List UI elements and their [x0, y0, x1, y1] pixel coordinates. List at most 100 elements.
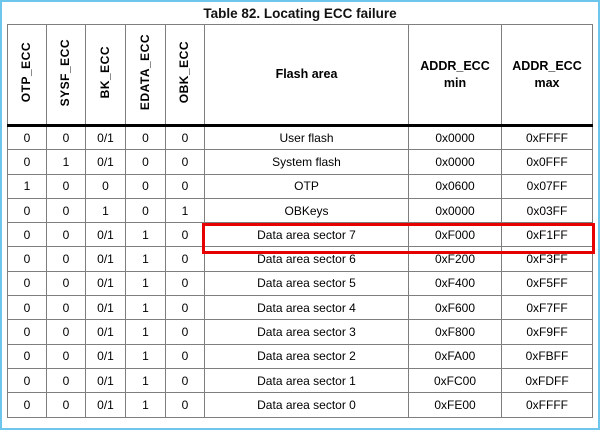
cell-obk-ecc: 0	[165, 149, 205, 175]
cell-flash-area: Data area sector 6	[204, 246, 409, 272]
col-header-bk-ecc: BK_ECC	[85, 24, 126, 127]
cell-bk-ecc: 0/1	[85, 392, 126, 418]
cell-otp-ecc: 0	[7, 149, 47, 175]
table-row-data-sector-0: 0 0 0/1 1 0 Data area sector 0 0xFE00 0x…	[7, 392, 593, 418]
cell-addr-max: 0xFFFF	[501, 124, 593, 151]
cell-sysf-ecc: 0	[46, 222, 86, 248]
cell-addr-min: 0xF200	[408, 246, 502, 272]
cell-bk-ecc: 0/1	[85, 319, 126, 345]
cell-addr-max: 0xF3FF	[501, 246, 593, 272]
cell-bk-ecc: 0/1	[85, 343, 126, 369]
cell-edata-ecc: 1	[125, 367, 166, 394]
cell-obk-ecc: 0	[165, 270, 205, 297]
cell-obk-ecc: 0	[165, 173, 205, 199]
cell-otp-ecc: 0	[7, 295, 47, 321]
cell-edata-ecc: 0	[125, 197, 166, 224]
table-row-obkeys: 0 0 1 0 1 OBKeys 0x0000 0x03FF	[7, 197, 593, 224]
cell-edata-ecc: 1	[125, 270, 166, 297]
cell-flash-area: Data area sector 3	[204, 319, 409, 345]
col-header-edata-ecc-label: EDATA_ECC	[137, 34, 152, 111]
cell-flash-area: User flash	[204, 124, 409, 151]
table-row-data-sector-7: 0 0 0/1 1 0 Data area sector 7 0xF000 0x…	[7, 222, 593, 248]
cell-bk-ecc: 0/1	[85, 149, 126, 175]
cell-bk-ecc: 0/1	[85, 295, 126, 321]
cell-addr-max: 0xF5FF	[501, 270, 593, 297]
cell-otp-ecc: 0	[7, 246, 47, 272]
cell-obk-ecc: 0	[165, 367, 205, 394]
cell-sysf-ecc: 0	[46, 295, 86, 321]
cell-edata-ecc: 1	[125, 392, 166, 418]
cell-edata-ecc: 1	[125, 222, 166, 248]
col-header-sysf-ecc: SYSF_ECC	[46, 24, 86, 127]
cell-bk-ecc: 1	[85, 197, 126, 224]
table-row-user-flash: 0 0 0/1 0 0 User flash 0x0000 0xFFFF	[7, 124, 593, 151]
cell-addr-max: 0xF1FF	[501, 222, 593, 248]
cell-otp-ecc: 0	[7, 367, 47, 394]
cell-addr-min: 0xF600	[408, 295, 502, 321]
cell-addr-max: 0x03FF	[501, 197, 593, 224]
cell-addr-max: 0xF9FF	[501, 319, 593, 345]
cell-addr-max: 0xF7FF	[501, 295, 593, 321]
col-header-edata-ecc: EDATA_ECC	[125, 24, 166, 127]
cell-sysf-ecc: 0	[46, 173, 86, 199]
cell-edata-ecc: 1	[125, 343, 166, 369]
cell-sysf-ecc: 0	[46, 270, 86, 297]
col-header-sysf-ecc-label: SYSF_ECC	[58, 38, 73, 107]
table-row-data-sector-1: 0 0 0/1 1 0 Data area sector 1 0xFC00 0x…	[7, 367, 593, 394]
cell-sysf-ecc: 0	[46, 319, 86, 345]
cell-flash-area: OTP	[204, 173, 409, 199]
cell-addr-min: 0xFC00	[408, 367, 502, 394]
cell-obk-ecc: 0	[165, 319, 205, 345]
cell-sysf-ecc: 0	[46, 392, 86, 418]
cell-obk-ecc: 0	[165, 295, 205, 321]
cell-edata-ecc: 0	[125, 173, 166, 199]
table-row-data-sector-5: 0 0 0/1 1 0 Data area sector 5 0xF400 0x…	[7, 270, 593, 297]
cell-obk-ecc: 0	[165, 222, 205, 248]
table-title: Table 82. Locating ECC failure	[203, 6, 397, 21]
cell-otp-ecc: 0	[7, 270, 47, 297]
cell-otp-ecc: 1	[7, 173, 47, 199]
col-header-otp-ecc-label: OTP_ECC	[19, 42, 34, 103]
ecc-failure-table: OTP_ECC SYSF_ECC BK_ECC EDATA_ECC OBK_EC…	[7, 24, 593, 418]
col-header-obk-ecc: OBK_ECC	[165, 24, 205, 127]
cell-otp-ecc: 0	[7, 124, 47, 151]
cell-flash-area: Data area sector 4	[204, 295, 409, 321]
cell-sysf-ecc: 0	[46, 343, 86, 369]
cell-sysf-ecc: 0	[46, 124, 86, 151]
cell-flash-area: Data area sector 5	[204, 270, 409, 297]
cell-addr-max: 0xFFFF	[501, 392, 593, 418]
col-header-flash-area: Flash area	[204, 24, 409, 127]
cell-otp-ecc: 0	[7, 343, 47, 369]
cell-addr-min: 0xFE00	[408, 392, 502, 418]
cell-addr-min: 0x0000	[408, 149, 502, 175]
cell-sysf-ecc: 0	[46, 246, 86, 272]
cell-bk-ecc: 0/1	[85, 246, 126, 272]
cell-obk-ecc: 0	[165, 392, 205, 418]
cell-bk-ecc: 0/1	[85, 124, 126, 151]
cell-flash-area: Data area sector 0	[204, 392, 409, 418]
cell-addr-min: 0x0000	[408, 197, 502, 224]
table-row-data-sector-3: 0 0 0/1 1 0 Data area sector 3 0xF800 0x…	[7, 319, 593, 345]
cell-edata-ecc: 1	[125, 246, 166, 272]
table-row-data-sector-4: 0 0 0/1 1 0 Data area sector 4 0xF600 0x…	[7, 295, 593, 321]
cell-bk-ecc: 0/1	[85, 367, 126, 394]
cell-otp-ecc: 0	[7, 197, 47, 224]
cell-addr-min: 0x0600	[408, 173, 502, 199]
cell-addr-min: 0xF800	[408, 319, 502, 345]
col-header-addr-ecc-min: ADDR_ECC min	[408, 24, 502, 127]
cell-sysf-ecc: 0	[46, 197, 86, 224]
cell-addr-min: 0x0000	[408, 124, 502, 151]
table-row-data-sector-2: 0 0 0/1 1 0 Data area sector 2 0xFA00 0x…	[7, 343, 593, 369]
table-row-data-sector-6: 0 0 0/1 1 0 Data area sector 6 0xF200 0x…	[7, 246, 593, 272]
header-row: OTP_ECC SYSF_ECC BK_ECC EDATA_ECC OBK_EC…	[7, 24, 593, 127]
cell-bk-ecc: 0/1	[85, 222, 126, 248]
cell-flash-area: System flash	[204, 149, 409, 175]
cell-edata-ecc: 1	[125, 319, 166, 345]
col-header-otp-ecc: OTP_ECC	[7, 24, 47, 127]
table-row-system-flash: 0 1 0/1 0 0 System flash 0x0000 0x0FFF	[7, 149, 593, 175]
cell-flash-area: Data area sector 2	[204, 343, 409, 369]
cell-flash-area: Data area sector 1	[204, 367, 409, 394]
cell-bk-ecc: 0	[85, 173, 126, 199]
cell-edata-ecc: 1	[125, 295, 166, 321]
cell-bk-ecc: 0/1	[85, 270, 126, 297]
